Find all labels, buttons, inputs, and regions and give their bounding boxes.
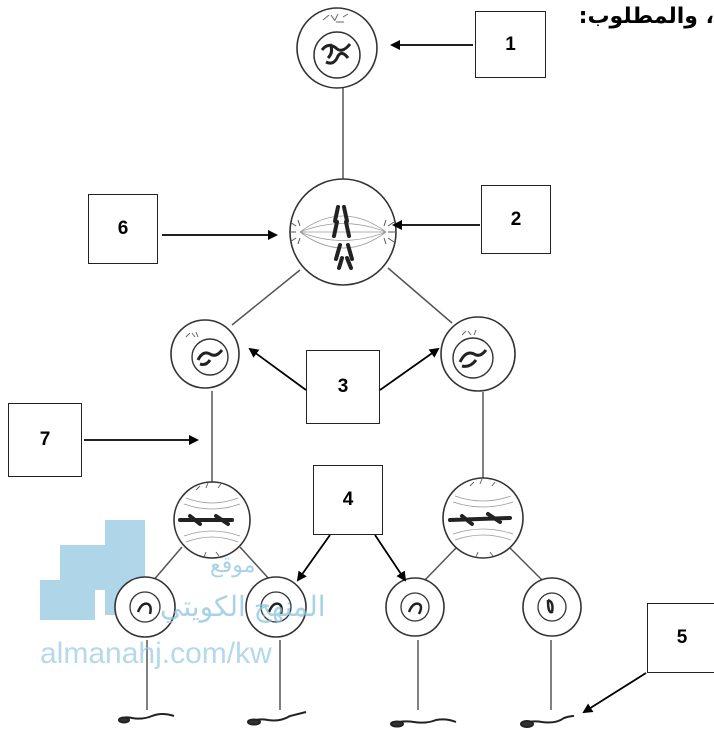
- label-box-7: 7: [8, 403, 82, 477]
- sperm-cells: [118, 711, 575, 728]
- cell-metaphase-2-right: [442, 477, 524, 559]
- cell-spermatid-2: [245, 576, 307, 638]
- cell-spermatid-4: [522, 577, 582, 637]
- cell-spermatid-1: [114, 576, 176, 638]
- label-box-2: 2: [481, 185, 551, 254]
- label-box-3: 3: [306, 350, 380, 424]
- label-box-4: 4: [313, 465, 383, 535]
- cell-daughter-right: [440, 316, 516, 392]
- cell-metaphase-2-left: [173, 481, 251, 559]
- cell-metaphase-1: [289, 178, 397, 286]
- cell-daughter-left: [170, 319, 240, 389]
- watermark-arabic-2: المنهج الكويتي: [160, 591, 326, 622]
- watermark-arabic-1: موقع: [210, 552, 256, 577]
- label-box-6: 6: [88, 194, 158, 264]
- cell-parent: [296, 7, 378, 89]
- lineage-lines: [146, 85, 552, 710]
- watermark-url: almanahj.com/kw: [40, 637, 272, 670]
- label-box-5: 5: [647, 603, 714, 673]
- header-text: ، والمطلوب:: [578, 4, 714, 29]
- pointer-arrows: [84, 40, 647, 714]
- label-box-1: 1: [475, 11, 546, 78]
- cell-spermatid-3: [385, 577, 445, 637]
